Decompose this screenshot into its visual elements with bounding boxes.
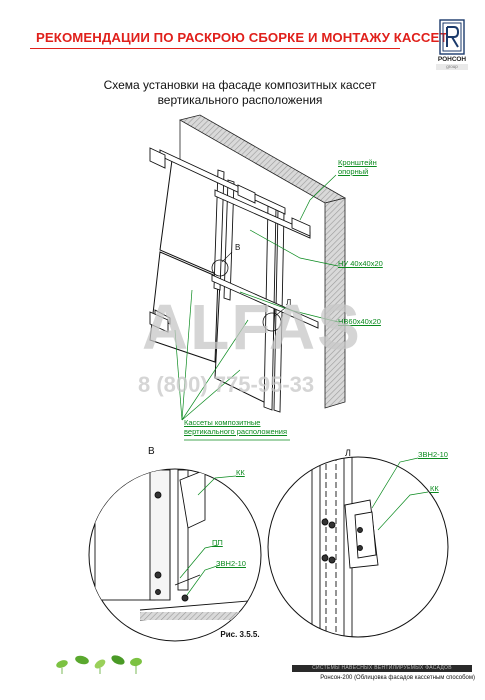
green-leaf-decoration-icon [56, 655, 142, 674]
callout-bracket: Кронштейн опорный [338, 158, 377, 176]
callout-cassettes-line1: Кассеты композитные [184, 418, 261, 427]
header-rule [30, 48, 400, 49]
support-brackets [149, 147, 311, 333]
diagram-title: Схема установки на фасаде композитных ка… [90, 78, 390, 108]
callout-profile-nu: НУ 40х40х20 [338, 259, 383, 268]
callout-profile-nv: НВ60х40х20 [338, 317, 381, 326]
diagram-title-line2: вертикального расположения [157, 93, 323, 107]
footer-bar: СИСТЕМЫ НАВЕСНЫХ ВЕНТИЛИРУЕМЫХ ФАСАДОВ [292, 665, 472, 672]
figure-caption: Рис. 3.5.5. [220, 630, 260, 639]
detail-b-callout-pp: ПП [212, 538, 223, 547]
detail-l-drawing [267, 456, 449, 638]
cassette-panel-lower-left [149, 251, 219, 363]
detail-l-callout-kk: КК [430, 484, 439, 493]
diagram-title-line1: Схема установки на фасаде композитных ка… [103, 78, 377, 92]
detail-l-label: Л [345, 448, 351, 458]
callout-cassettes: Кассеты композитные вертикального распол… [184, 418, 287, 436]
detail-b-label: В [148, 446, 155, 457]
view-marker-b-circle [211, 259, 229, 277]
watermark-phone: 8 (800) 775-95-33 [138, 372, 315, 397]
brand-name: РОНСОН [437, 56, 467, 63]
wall-side-face [324, 197, 346, 409]
detail-b-drawing [88, 468, 262, 642]
detail-b-callout-kk: КК [236, 468, 245, 477]
callout-bracket-line1: Кронштейн [338, 158, 377, 167]
ronson-logo-icon [439, 19, 465, 55]
detail-l-callout-zvn: ЗВН2-10 [418, 450, 448, 459]
footer-text: Ронсон-200 (Облицовка фасадов кассетным … [320, 675, 475, 681]
callout-bracket-line2: опорный [338, 167, 369, 176]
detail-b-callout-zvn: ЗВН2-10 [216, 559, 246, 568]
view-marker-b-label: В [235, 243, 241, 252]
view-marker-l-circle [262, 312, 282, 332]
page-header-title: РЕКОМЕНДАЦИИ ПО РАСКРОЮ СБОРКЕ И МОНТАЖУ… [36, 30, 448, 45]
brand-group: group [436, 64, 468, 70]
horizontal-rails [154, 149, 319, 329]
view-marker-l-label: Л [286, 298, 292, 307]
watermark-brand: ALFAS [142, 291, 362, 363]
callout-cassettes-line2: вертикального расположения [184, 427, 288, 436]
callout-leaders-main [174, 174, 339, 441]
